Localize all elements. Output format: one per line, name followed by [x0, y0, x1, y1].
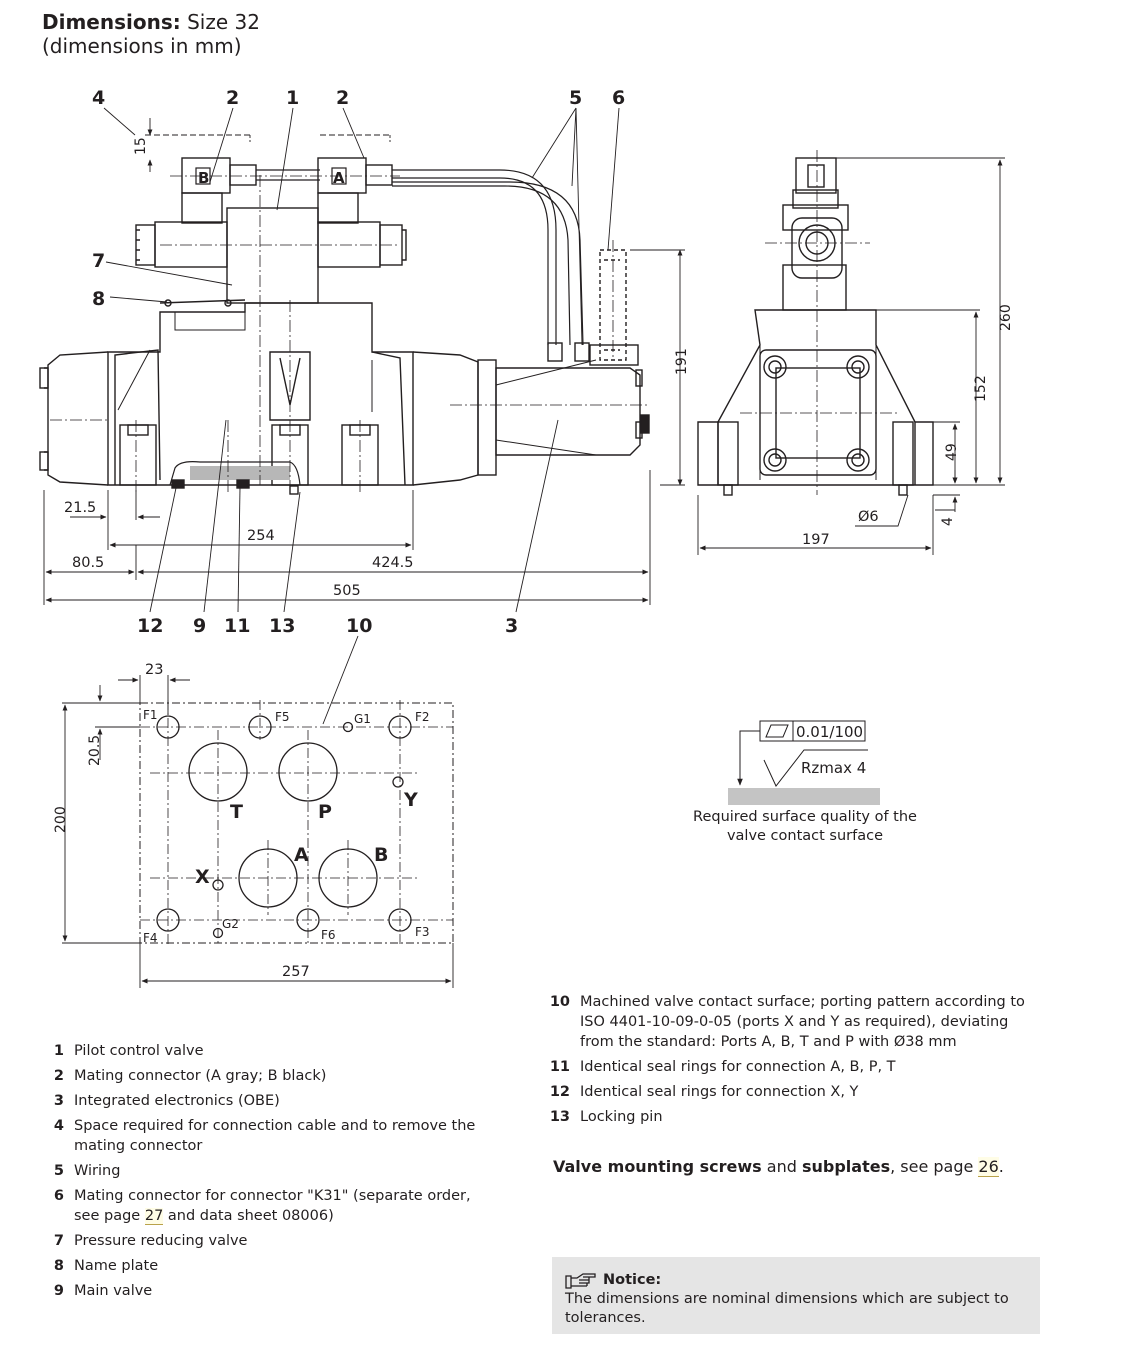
- callout-1: 1: [286, 87, 299, 109]
- port-G2: G2: [222, 917, 239, 931]
- port-F6: F6: [321, 928, 336, 942]
- contact-surface: [728, 788, 880, 805]
- page-27-link[interactable]: 27: [144, 1208, 164, 1225]
- porting-plate: [62, 675, 454, 988]
- dim-21-5: 21.5: [64, 500, 96, 516]
- dim-191: 191: [674, 348, 690, 375]
- connector-a-label: A: [333, 169, 345, 187]
- dim-49: 49: [944, 443, 960, 461]
- integrated-electronics: [495, 367, 641, 456]
- surface-caption-line2: valve contact surface: [726, 828, 884, 844]
- surface-quality-symbol: [737, 720, 868, 787]
- callout-4: 4: [92, 87, 105, 109]
- port-X: X: [195, 866, 210, 888]
- dim-260: 260: [998, 304, 1014, 331]
- mounting-note: Valve mounting screws and subplates, see…: [553, 1157, 1004, 1177]
- callout-6: 6: [612, 87, 625, 109]
- dim-152: 152: [973, 375, 989, 402]
- surface-caption-line1: Required surface quality of the: [693, 809, 917, 825]
- flatness-value: 0.01/100: [796, 723, 863, 741]
- port-Y: Y: [403, 789, 418, 811]
- pilot-control-valve: [226, 207, 319, 304]
- callout-12: 12: [137, 615, 163, 637]
- callout-2b: 2: [336, 87, 349, 109]
- port-F1: F1: [143, 708, 158, 722]
- port-A: A: [294, 844, 309, 866]
- port-F4: F4: [143, 931, 158, 945]
- main-valve-body: [107, 302, 414, 486]
- dim-80-5: 80.5: [72, 555, 104, 571]
- dim-197: 197: [802, 532, 830, 548]
- page-26-link[interactable]: 26: [978, 1157, 999, 1177]
- title-rest: Size 32: [180, 10, 260, 34]
- dim-4: 4: [940, 517, 956, 526]
- dim-505: 505: [333, 583, 361, 599]
- technical-drawing: B A 15 191 2: [39, 87, 1014, 988]
- callout-13: 13: [269, 615, 295, 637]
- port-P: P: [318, 801, 332, 823]
- title-sub: (dimensions in mm): [42, 34, 242, 58]
- callout-5: 5: [569, 87, 582, 109]
- dim-phi6: Ø6: [858, 509, 879, 525]
- dim-257: 257: [282, 964, 310, 980]
- port-T: T: [230, 801, 243, 823]
- dim-424-5: 424.5: [372, 555, 414, 571]
- callout-9: 9: [193, 615, 206, 637]
- dim-15: 15: [133, 137, 149, 155]
- dim-23: 23: [145, 662, 163, 678]
- callout-10: 10: [346, 615, 372, 637]
- callout-8: 8: [92, 288, 105, 310]
- notice-text: The dimensions are nominal dimensions wh…: [565, 1291, 1009, 1326]
- dim-20-5: 20.5: [87, 735, 103, 766]
- callout-2a: 2: [226, 87, 239, 109]
- front-view: [39, 157, 650, 495]
- page-title: Dimensions: Size 32 (dimensions in mm): [42, 10, 260, 58]
- port-F2: F2: [415, 710, 430, 724]
- connector-b-label: B: [198, 169, 209, 187]
- surface-caption: Required surface quality of the valve co…: [680, 808, 930, 846]
- notice-box: Notice: The dimensions are nominal dimen…: [552, 1257, 1040, 1334]
- callout-11: 11: [224, 615, 250, 637]
- port-F3: F3: [415, 925, 430, 939]
- dim-254: 254: [247, 528, 275, 544]
- port-F5: F5: [275, 710, 290, 724]
- side-view: [697, 157, 934, 496]
- port-G1: G1: [354, 712, 371, 726]
- roughness-value: Rzmax 4: [801, 759, 866, 777]
- title-bold: Dimensions:: [42, 10, 181, 34]
- pointing-hand-icon: [565, 1272, 596, 1289]
- dim-200: 200: [53, 806, 69, 833]
- notice-title: Notice:: [603, 1272, 662, 1288]
- callout-7: 7: [92, 250, 105, 272]
- port-B: B: [374, 844, 388, 866]
- callout-3: 3: [505, 615, 518, 637]
